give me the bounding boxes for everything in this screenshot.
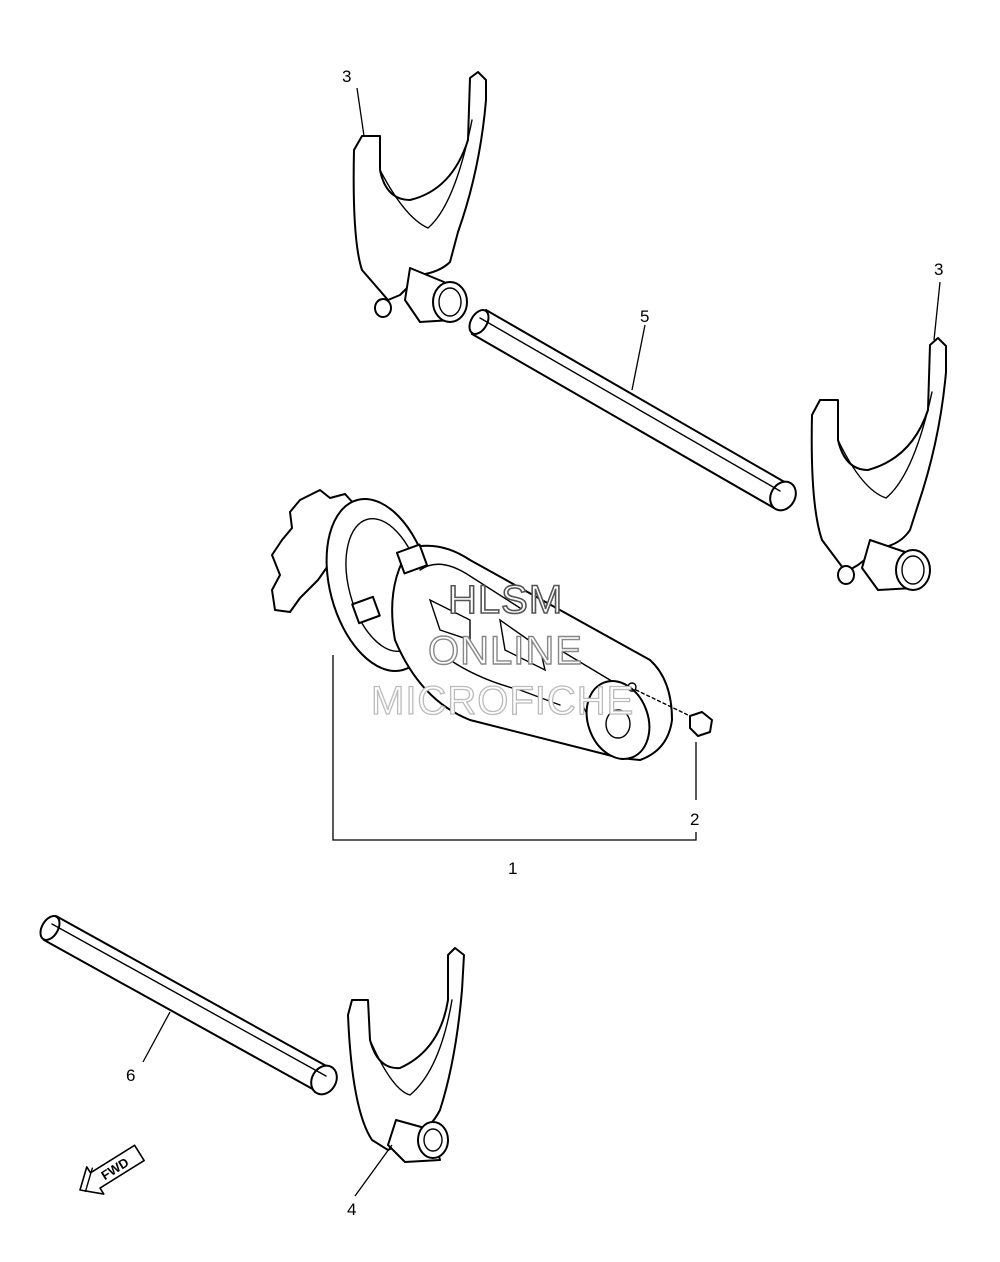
shift-fork-shaft-6 — [39, 915, 338, 1096]
callout-part-1: 1 — [508, 859, 517, 878]
fwd-direction-arrow: FWD — [79, 1144, 145, 1195]
shift-fork-lower — [347, 947, 465, 1163]
watermark-line-3: MICROFICHE — [371, 679, 634, 723]
callout-part-3-upper: 3 — [342, 67, 351, 86]
callout-part-3-right: 3 — [934, 260, 943, 279]
shift-drum — [271, 489, 713, 761]
callout-part-5: 5 — [640, 307, 649, 326]
shift-fork-upper — [352, 71, 487, 323]
callout-part-2: 2 — [690, 810, 699, 829]
leader-lines — [142, 87, 941, 1197]
watermark-line-1: HLSM — [448, 578, 563, 622]
shift-fork-shaft-5 — [468, 309, 797, 512]
callout-part-6: 6 — [126, 1066, 135, 1085]
callout-part-4: 4 — [347, 1200, 356, 1219]
shift-fork-right — [810, 337, 947, 591]
watermark: HLSM ONLINE MICROFICHE — [370, 577, 634, 723]
watermark-line-2: ONLINE — [428, 629, 583, 673]
